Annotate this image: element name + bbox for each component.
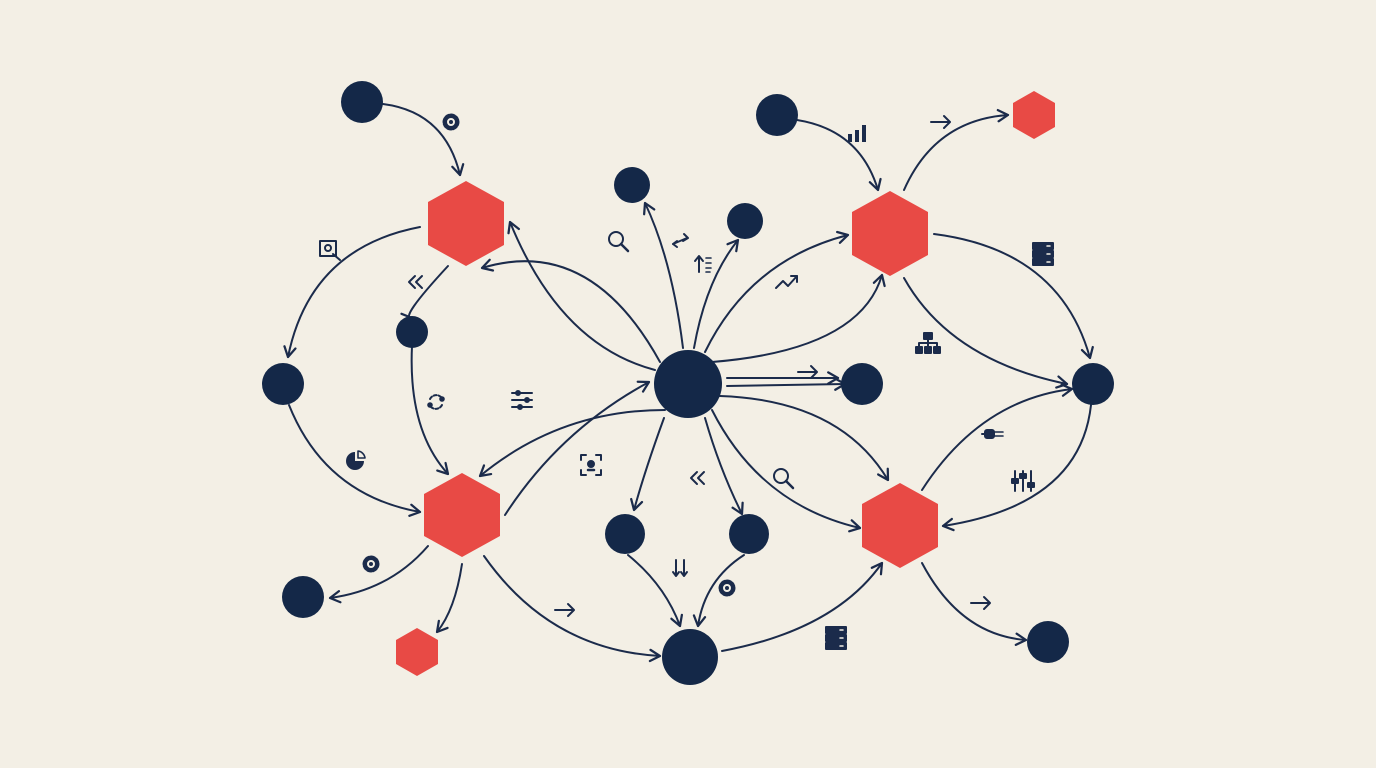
edge bbox=[483, 555, 662, 663]
edge bbox=[711, 273, 886, 363]
edge bbox=[328, 545, 429, 604]
hex-node-bottom-right bbox=[862, 483, 938, 568]
arrow-right-icon bbox=[554, 603, 575, 617]
edge bbox=[400, 265, 449, 327]
hex-node-bottom-left bbox=[424, 473, 500, 557]
gear-icon bbox=[362, 555, 380, 573]
circle-node-bottom-center bbox=[662, 629, 718, 685]
edge bbox=[941, 404, 1092, 532]
edge bbox=[410, 345, 450, 476]
document-icon bbox=[319, 240, 341, 261]
arrow-right-icon bbox=[930, 115, 951, 129]
edge bbox=[630, 417, 665, 512]
edge bbox=[627, 554, 684, 628]
circle-node-top-center-right bbox=[727, 203, 763, 239]
edge bbox=[435, 563, 463, 634]
circle-node-left bbox=[262, 363, 304, 405]
database-icon bbox=[1032, 242, 1054, 266]
edge bbox=[283, 226, 421, 359]
edge bbox=[288, 404, 422, 517]
double-chevron-left-icon bbox=[408, 275, 423, 289]
circle-node-below-hub-right bbox=[729, 514, 769, 554]
edge bbox=[719, 395, 890, 482]
hex-node-small-top-right bbox=[1013, 91, 1055, 139]
pie-chart-icon bbox=[346, 450, 366, 470]
nodes bbox=[262, 81, 1114, 685]
circle-node-bottom-right bbox=[1027, 621, 1069, 663]
edge bbox=[711, 409, 862, 533]
hex-node-top-left bbox=[428, 181, 504, 266]
hierarchy-icon bbox=[915, 332, 941, 354]
database-icon bbox=[825, 626, 847, 650]
down-arrows-icon bbox=[672, 559, 688, 577]
edge bbox=[692, 554, 745, 628]
circle-node-top-center-left bbox=[614, 167, 650, 203]
edge bbox=[933, 233, 1094, 360]
equalizer-icon bbox=[1011, 470, 1035, 492]
edge bbox=[921, 562, 1028, 646]
circle-node-far-right bbox=[1072, 363, 1114, 405]
gear-icon bbox=[718, 579, 736, 597]
bar-chart-icon bbox=[848, 125, 866, 142]
circle-node-top-right bbox=[756, 94, 798, 136]
gear-icon bbox=[442, 113, 460, 131]
cycle-icon bbox=[427, 394, 445, 410]
arrow-right-icon bbox=[970, 596, 991, 610]
circle-node-mid-left bbox=[396, 316, 428, 348]
search-icon bbox=[608, 231, 630, 253]
edge bbox=[643, 201, 684, 349]
edge bbox=[921, 383, 1074, 491]
plug-icon bbox=[981, 429, 1004, 439]
edge bbox=[693, 238, 740, 349]
edge bbox=[903, 277, 1069, 389]
edge bbox=[704, 230, 850, 353]
swap-arrows-icon bbox=[672, 233, 689, 248]
arrow-right-icon bbox=[797, 365, 818, 379]
sliders-icon bbox=[511, 390, 533, 410]
edge bbox=[480, 258, 661, 363]
edge bbox=[903, 108, 1010, 191]
circle-node-below-hub-left bbox=[605, 514, 645, 554]
edges bbox=[283, 103, 1094, 663]
search-icon bbox=[773, 468, 795, 490]
focus-frame-icon bbox=[580, 454, 602, 476]
circle-node-bottom-left bbox=[282, 576, 324, 618]
icons bbox=[319, 113, 1054, 650]
edge bbox=[478, 409, 666, 478]
edge bbox=[796, 119, 882, 192]
edge bbox=[726, 377, 847, 391]
hex-node-top-right bbox=[852, 191, 928, 276]
circle-node-right-of-hub bbox=[841, 363, 883, 405]
edge bbox=[382, 103, 465, 177]
double-chevron-left-icon bbox=[690, 471, 705, 485]
edge bbox=[704, 417, 744, 516]
sort-icon bbox=[694, 255, 712, 273]
circle-node-far-top-left bbox=[341, 81, 383, 123]
edge bbox=[721, 561, 884, 652]
hex-node-small-bottom-left bbox=[396, 628, 438, 676]
edge bbox=[507, 220, 656, 371]
trend-up-icon bbox=[775, 275, 798, 289]
hub-node bbox=[654, 350, 722, 418]
edge bbox=[504, 380, 651, 516]
